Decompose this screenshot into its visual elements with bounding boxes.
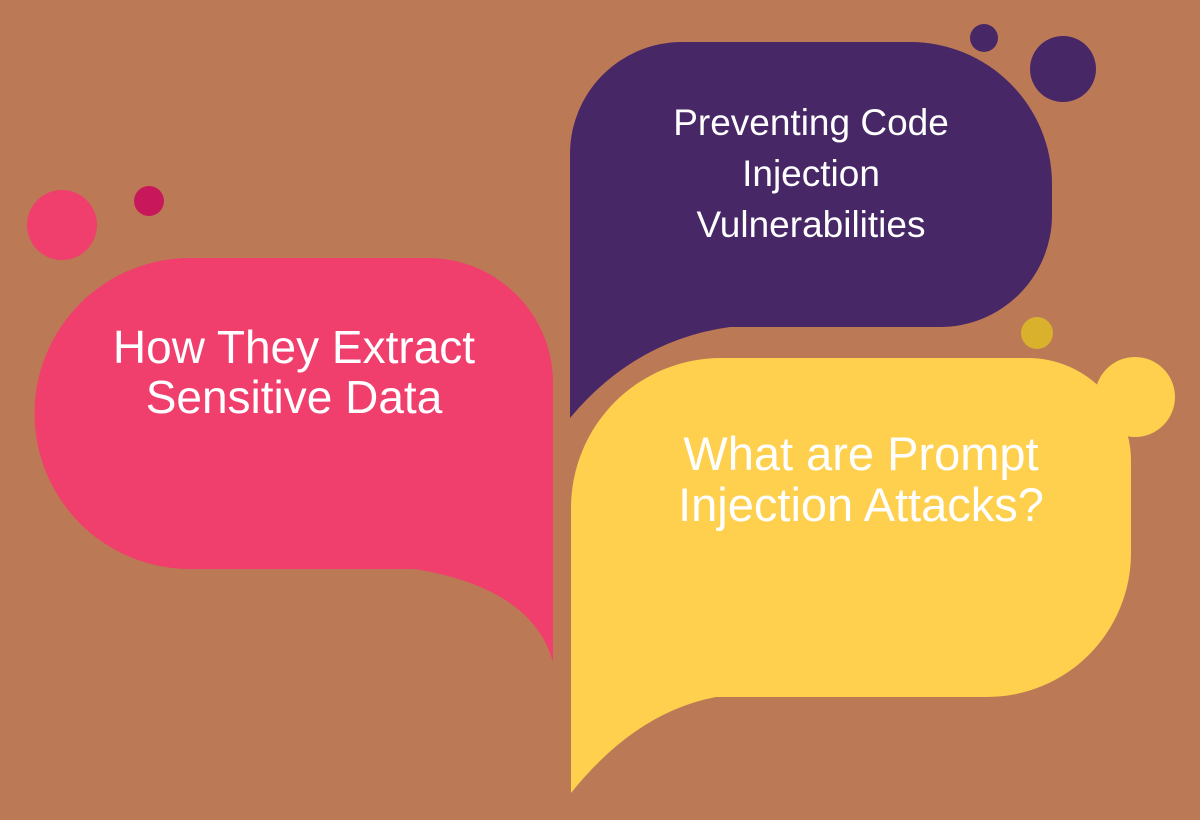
purple-bubble-text-line-3: Vulnerabilities (697, 204, 926, 245)
pink-accent-circle-large (27, 190, 97, 260)
yellow-speech-bubble (571, 358, 1131, 793)
pink-bubble-text-line-1: How They Extract (113, 321, 475, 373)
pink-speech-bubble (34, 258, 553, 662)
yellow-bubble-text-line-2: Injection Attacks? (678, 478, 1044, 531)
purple-speech-bubble (570, 42, 1052, 418)
yellow-bubble-text-line-1: What are Prompt (683, 427, 1038, 480)
pink-bubble-text-line-2: Sensitive Data (146, 371, 443, 423)
pink-accent-circle-small (134, 186, 164, 216)
purple-bubble-text-line-2: Injection (742, 153, 880, 194)
yellow-accent-circle-small (1021, 317, 1053, 349)
purple-accent-circle-small (970, 24, 998, 52)
purple-accent-circle-large (1030, 36, 1096, 102)
purple-bubble-text-line-1: Preventing Code (673, 102, 949, 143)
